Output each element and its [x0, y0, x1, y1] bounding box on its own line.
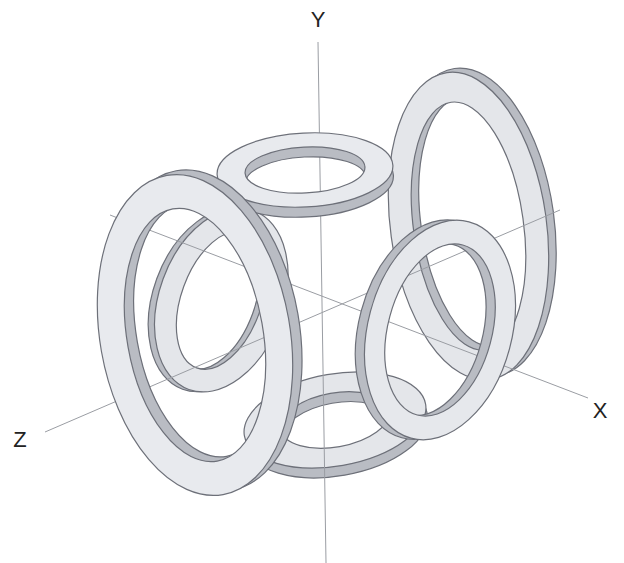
axis-lines — [45, 42, 588, 563]
ring-group — [124, 58, 575, 491]
axis-label: Z — [13, 429, 26, 451]
axis-label: Y — [311, 9, 326, 31]
side-ring — [332, 201, 538, 459]
ring-face — [341, 203, 538, 457]
front-ring — [73, 154, 327, 511]
ring-face — [73, 159, 316, 511]
axis-label: X — [593, 400, 608, 422]
x-axis — [110, 215, 588, 398]
y-axis — [318, 42, 326, 563]
ring-group — [73, 128, 539, 511]
